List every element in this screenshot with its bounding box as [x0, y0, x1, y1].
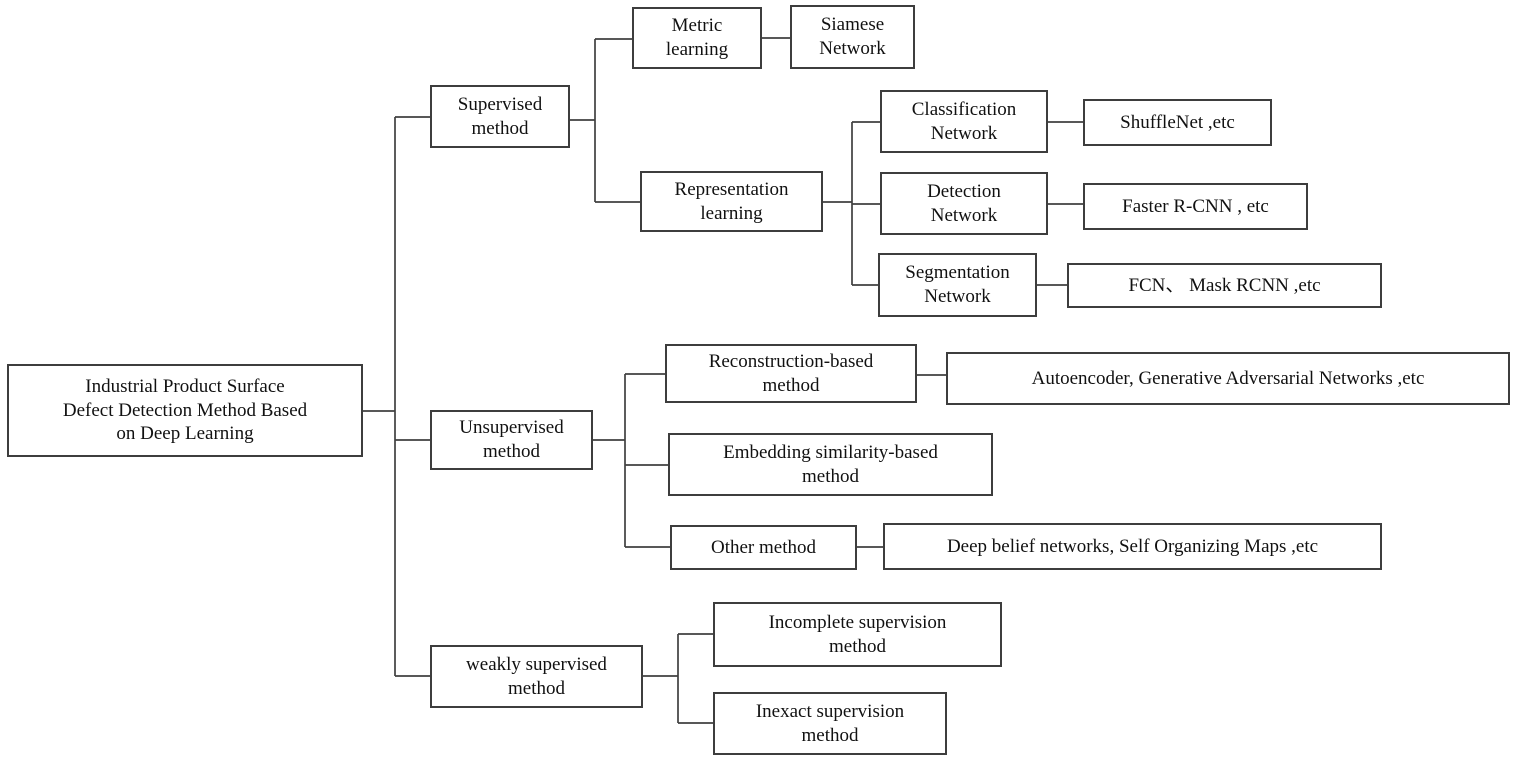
node-metric-learning: Metric learning: [632, 7, 762, 69]
edge-root-branches: [363, 116, 430, 677]
node-faster-rcnn-etc: Faster R-CNN , etc: [1083, 183, 1308, 230]
node-shufflenet-etc: ShuffleNet ,etc: [1083, 99, 1272, 146]
edge-unsupervised-children: [593, 373, 670, 548]
node-siamese-network: Siamese Network: [790, 5, 915, 69]
node-supervised-method: Supervised method: [430, 85, 570, 148]
node-representation-learning: Representation learning: [640, 171, 823, 232]
node-segmentation-network: Segmentation Network: [878, 253, 1037, 317]
node-autoencoder-gan-etc: Autoencoder, Generative Adversarial Netw…: [946, 352, 1510, 405]
node-incomplete-supervision-method: Incomplete supervision method: [713, 602, 1002, 667]
node-embedding-similarity-based-method: Embedding similarity-based method: [668, 433, 993, 496]
node-unsupervised-method: Unsupervised method: [430, 410, 593, 470]
node-fcn-mask-rcnn-etc: FCN、 Mask RCNN ,etc: [1067, 263, 1382, 308]
edge-supervised-children: [570, 38, 640, 203]
node-inexact-supervision-method: Inexact supervision method: [713, 692, 947, 755]
node-other-method: Other method: [670, 525, 857, 570]
edge-weakly-children: [643, 633, 713, 724]
node-deep-belief-networks-som-etc: Deep belief networks, Self Organizing Ma…: [883, 523, 1382, 570]
edge-representation-children: [823, 121, 880, 286]
node-classification-network: Classification Network: [880, 90, 1048, 153]
node-root-industrial-product-surface: Industrial Product Surface Defect Detect…: [7, 364, 363, 457]
node-detection-network: Detection Network: [880, 172, 1048, 235]
node-weakly-supervised-method: weakly supervised method: [430, 645, 643, 708]
node-reconstruction-based-method: Reconstruction-based method: [665, 344, 917, 403]
